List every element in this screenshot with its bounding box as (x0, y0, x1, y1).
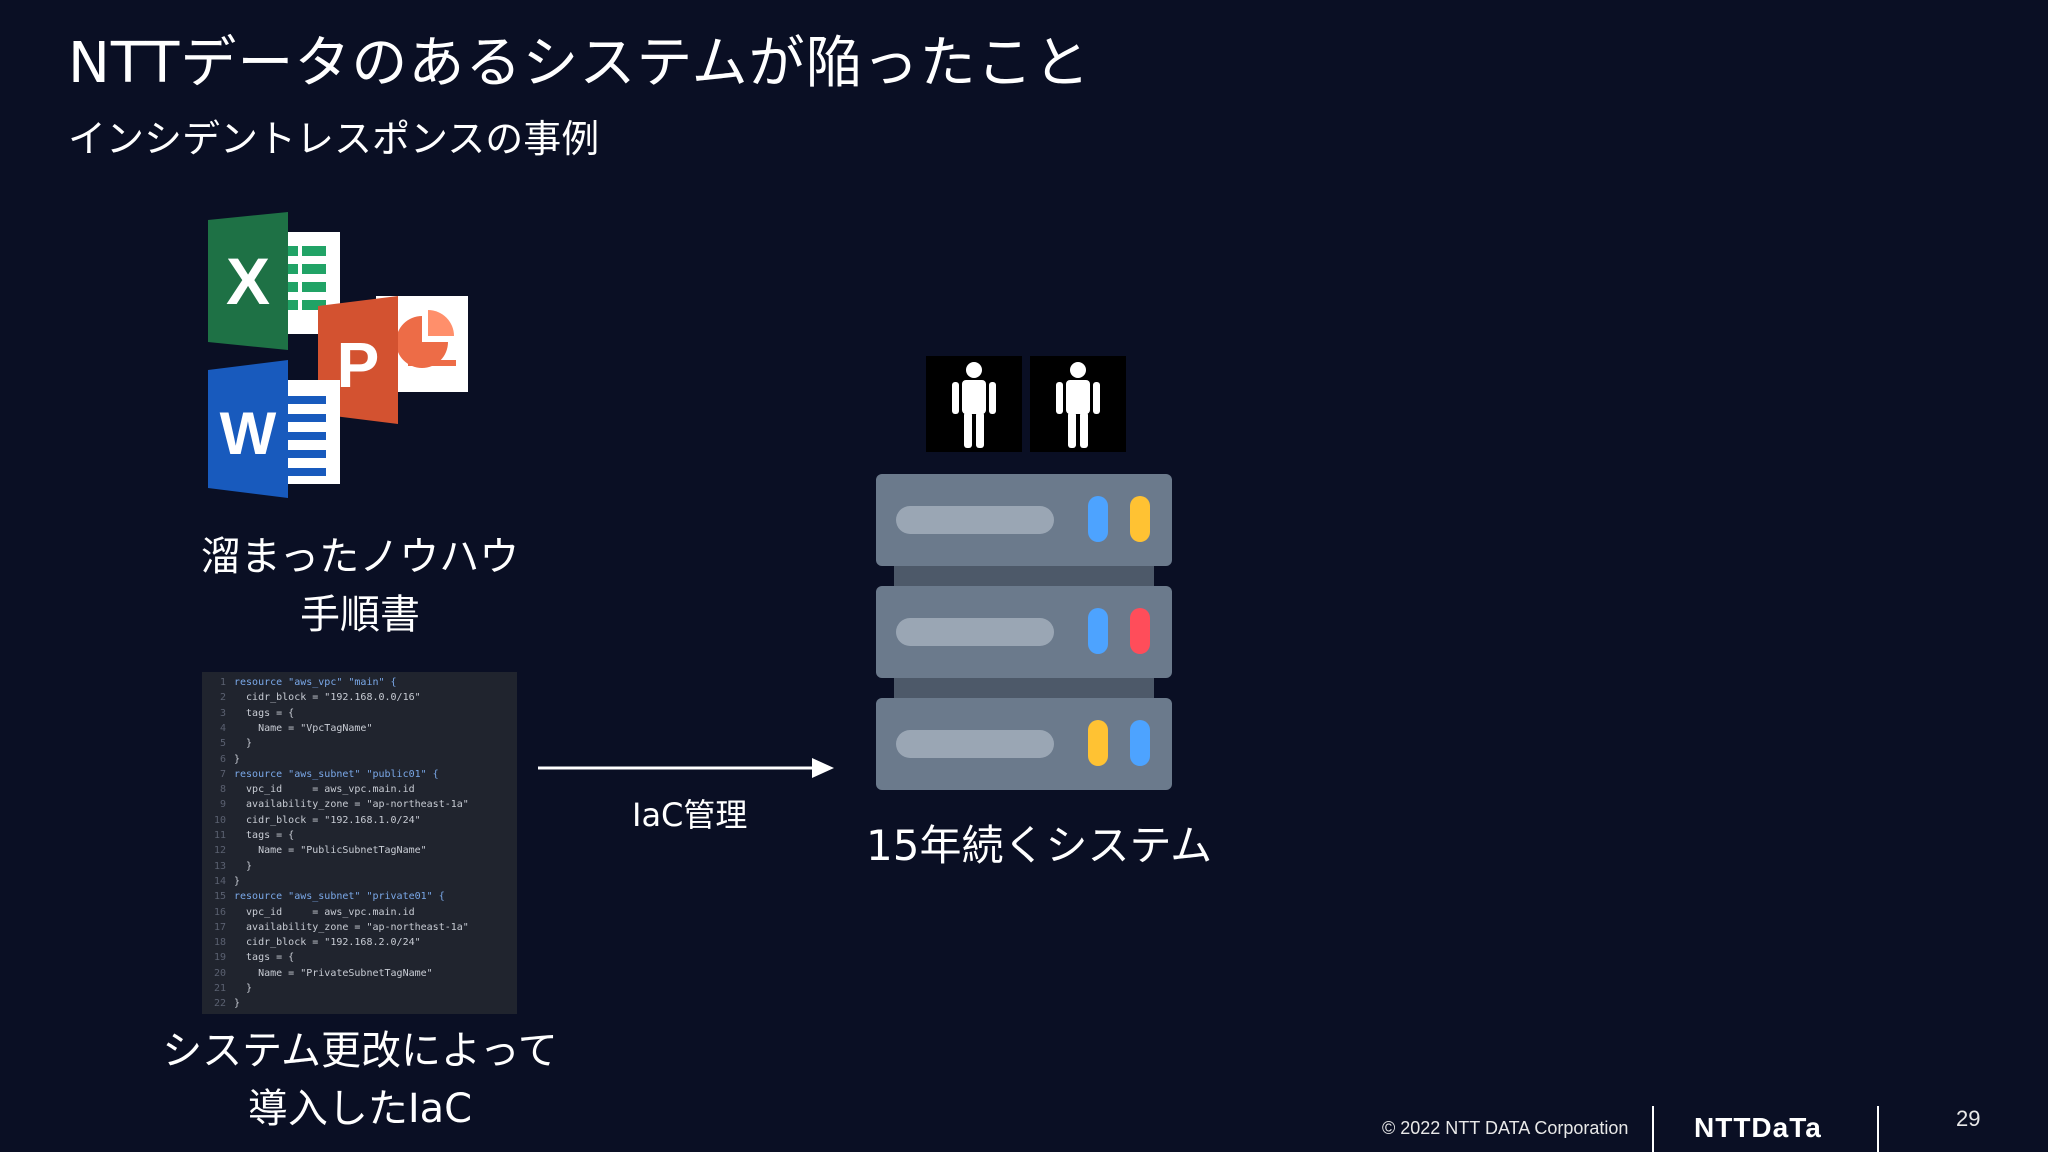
svg-text:P: P (337, 329, 380, 401)
line-number: 19 (213, 952, 226, 964)
code-line: 21 } (202, 981, 517, 996)
code-text: availability_zone = "ap-northeast-1a" (234, 921, 469, 933)
code-line: 3 tags = { (202, 706, 517, 721)
code-text: } (234, 983, 253, 994)
code-text: } (234, 860, 253, 872)
code-line: 15 resource "aws_subnet" "private01" { (202, 889, 517, 904)
line-number: 17 (213, 921, 226, 933)
footer-divider (1652, 1106, 1654, 1152)
line-number: 16 (213, 906, 226, 918)
page-number: 29 (1956, 1106, 1981, 1131)
code-line: 19 tags = { (202, 950, 517, 965)
code-line: 2 cidr_block = "192.168.0.0/16" (202, 690, 517, 705)
line-number: 5 (219, 738, 226, 750)
code-line: 10 cidr_block = "192.168.1.0/24" (202, 813, 517, 828)
code-text: } (234, 738, 253, 750)
line-number: 22 (213, 998, 226, 1010)
terraform-code-snippet: 1 resource "aws_vpc" "main" { 2 cidr_block… (202, 672, 517, 1014)
line-number: 20 (213, 967, 226, 979)
code-line: 12 Name = "PublicSubnetTagName" (202, 843, 517, 858)
line-number: 12 (213, 845, 226, 857)
line-number: 7 (219, 768, 226, 780)
code-text: cidr_block = "192.168.1.0/24" (234, 814, 421, 826)
code-line: 20 Name = "PrivateSubnetTagName" (202, 966, 517, 981)
code-line: 17 availability_zone = "ap-northeast-1a" (202, 920, 517, 935)
server-rack-icon (876, 474, 1172, 790)
iac-caption-line2: 導入したIaC (247, 1086, 473, 1132)
slide-subtitle: インシデントレスポンスの事例 (68, 117, 600, 161)
code-text: Name = "PublicSubnetTagName" (234, 845, 427, 857)
excel-icon: X (208, 212, 340, 350)
code-text: cidr_block = "192.168.2.0/24" (234, 937, 421, 949)
code-text: resource "aws_subnet" "private01" { (234, 891, 445, 903)
line-number: 13 (213, 860, 226, 872)
line-number: 11 (213, 830, 226, 841)
code-line: 11 tags = { (202, 828, 517, 843)
person-icon (926, 356, 1022, 452)
arrow-label: IaC管理 (632, 796, 748, 834)
server-unit (876, 698, 1172, 790)
word-icon: W (208, 360, 340, 498)
copyright: © 2022 NTT DATA Corporation (1382, 1118, 1629, 1138)
right-arrow-icon (538, 758, 834, 778)
svg-text:X: X (226, 244, 270, 318)
people-icons (926, 356, 1126, 452)
server-unit (876, 586, 1172, 678)
code-line: 18 cidr_block = "192.168.2.0/24" (202, 935, 517, 950)
code-line: 1 resource "aws_vpc" "main" { (202, 675, 517, 690)
line-number: 6 (219, 753, 226, 765)
code-text: cidr_block = "192.168.0.0/16" (234, 692, 421, 704)
code-text: } (234, 998, 241, 1010)
line-number: 18 (213, 937, 226, 949)
line-number: 1 (219, 677, 226, 688)
svg-text:W: W (220, 400, 277, 467)
code-text: vpc_id = aws_vpc.main.id (234, 784, 415, 796)
person-icon (1030, 356, 1126, 452)
code-text: resource "aws_subnet" "public01" { (234, 768, 439, 780)
code-line: 9 availability_zone = "ap-northeast-1a" (202, 797, 517, 812)
knowhow-caption: 溜まったノウハウ 手順書 (160, 528, 560, 644)
code-text: tags = { (234, 952, 295, 964)
code-line: 22} (202, 996, 517, 1011)
code-text: availability_zone = "ap-northeast-1a" (234, 799, 469, 811)
iac-caption-line1: システム更改によって (162, 1028, 558, 1074)
code-line: 13 } (202, 859, 517, 874)
code-text: } (234, 875, 241, 887)
line-number: 9 (219, 799, 226, 811)
code-line: 6} (202, 752, 517, 767)
code-line: 4 Name = "VpcTagName" (202, 721, 517, 736)
code-line: 16 vpc_id = aws_vpc.main.id (202, 905, 517, 920)
footer-divider (1877, 1106, 1879, 1152)
line-number: 21 (213, 983, 226, 994)
code-line: 7 resource "aws_subnet" "public01" { (202, 767, 517, 782)
code-text: tags = { (234, 830, 295, 841)
code-line: 5 } (202, 736, 517, 751)
office-icons: X P W (208, 212, 468, 498)
line-number: 8 (219, 784, 226, 796)
line-number: 15 (213, 891, 226, 903)
code-text: tags = { (234, 707, 295, 719)
ntt-data-logo: NTTDaTa (1694, 1112, 1822, 1143)
code-text: } (234, 753, 241, 765)
line-number: 3 (219, 707, 226, 719)
line-number: 4 (219, 722, 226, 734)
server-unit (876, 474, 1172, 566)
code-line: 8 vpc_id = aws_vpc.main.id (202, 782, 517, 797)
knowhow-caption-line2: 手順書 (300, 592, 420, 638)
code-text: resource "aws_vpc" "main" { (234, 677, 397, 688)
line-number: 14 (213, 875, 226, 887)
line-number: 10 (213, 814, 226, 826)
code-line: 14} (202, 874, 517, 889)
knowhow-caption-line1: 溜まったノウハウ (200, 534, 520, 580)
code-text: Name = "VpcTagName" (234, 722, 373, 734)
code-text: Name = "PrivateSubnetTagName" (234, 967, 433, 979)
slide-title: NTTデータのあるシステムが陥ったこと (68, 31, 1091, 96)
iac-caption: システム更改によって 導入したIaC (140, 1022, 580, 1138)
code-text: vpc_id = aws_vpc.main.id (234, 906, 415, 918)
system-caption: 15年続くシステム (866, 821, 1213, 870)
line-number: 2 (219, 692, 226, 704)
powerpoint-icon: P (318, 296, 468, 424)
